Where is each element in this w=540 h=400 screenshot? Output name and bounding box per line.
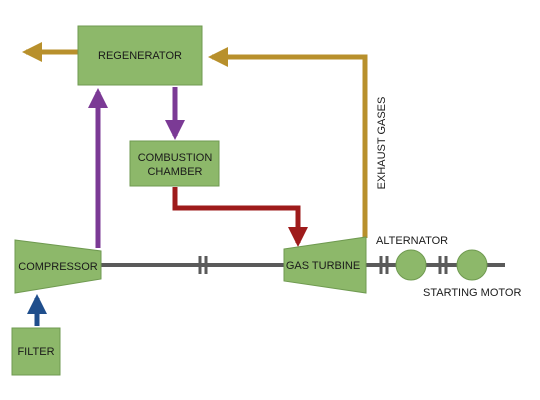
gas-turbine: GAS TURBINE — [283, 236, 367, 294]
exhaust-gases-label: EXHAUST GASES — [376, 97, 388, 190]
alternator-label: ALTERNATOR — [376, 235, 448, 247]
shaft-coupling-3 — [438, 256, 448, 274]
starting-motor-icon — [456, 249, 488, 281]
compressor-label: COMPRESSOR — [18, 261, 98, 273]
alternator-icon — [395, 249, 427, 281]
exhaust-gases-flow — [208, 47, 368, 238]
shaft-coupling-2 — [379, 256, 389, 274]
combustion-chamber-label-line2: CHAMBER — [147, 166, 202, 178]
filter-box: FILTER — [11, 327, 61, 376]
gas-turbine-label: GAS TURBINE — [286, 260, 360, 272]
combustion-chamber-box: COMBUSTION CHAMBER — [129, 140, 220, 187]
shaft-coupling-1 — [198, 256, 208, 274]
regenerator-label: REGENERATOR — [98, 50, 182, 62]
compressor: COMPRESSOR — [14, 239, 102, 294]
starting-motor-label: STARTING MOTOR — [423, 287, 521, 299]
regenerator-box: REGENERATOR — [77, 25, 203, 86]
hot-gas-flow — [172, 187, 308, 247]
filter-label: FILTER — [17, 346, 54, 358]
combustion-chamber-label-line1: COMBUSTION — [138, 152, 213, 164]
